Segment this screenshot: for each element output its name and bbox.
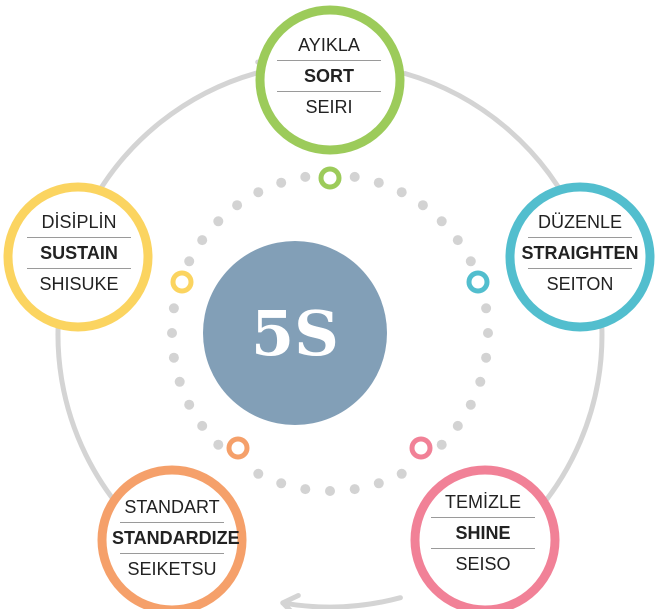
ring-dot [253,468,264,479]
ring-dot [373,478,384,489]
step-straighten-jp: SEITON [546,274,614,294]
step-sort-divider-2 [277,91,381,92]
ring-dot [483,328,493,338]
ring-dot [197,420,208,431]
step-shine-divider-1 [431,517,535,518]
step-shine-jp: SEISO [455,554,511,574]
marker-ring-sort [318,166,342,190]
step-standardize-tr: STANDART [124,497,220,517]
ring-dot [452,235,463,246]
step-straighten-divider-1 [528,237,632,238]
step-straighten-en: STRAIGHTEN [521,243,639,263]
ring-dot [481,352,492,363]
marker-ring-sustain [170,270,194,294]
ring-dot [475,376,486,387]
step-sustain-jp: SHISUKE [39,274,119,294]
step-shine-tr: TEMİZLE [444,492,521,512]
center-circle [203,241,387,425]
ring-dot [436,216,447,227]
step-circle-sort [255,5,405,155]
ring-dot [184,256,195,267]
ring-dot [452,420,463,431]
cycle-arc-3 [280,595,403,609]
marker-ring-shine [409,436,433,460]
ring-dot [300,171,311,182]
step-standardize-jp: SEIKETSU [127,559,217,579]
ring-dot [300,484,311,495]
step-straighten: DÜZENLE STRAIGHTEN SEITON [520,211,640,295]
step-sort: AYIKLA SORT SEIRI [269,34,389,118]
marker-ring-straighten [466,270,490,294]
step-sort-jp: SEIRI [305,97,353,117]
step-circle-standardize [97,465,247,609]
step-circle-shine [410,465,560,609]
ring-dot [168,352,179,363]
ring-dot [213,216,224,227]
ring-dot [232,200,243,211]
ring-dot [325,486,335,496]
ring-dot [184,399,195,410]
ring-dot [167,328,177,338]
step-sustain-tr: DİSİPLİN [41,212,117,232]
step-straighten-tr: DÜZENLE [537,212,622,232]
ring-dot [197,235,208,246]
ring-dot [417,200,428,211]
step-sort-divider-1 [277,60,381,61]
step-sustain-divider-1 [27,237,131,238]
ring-dot [465,256,476,267]
ring-dot [349,484,360,495]
ring-dot [349,171,360,182]
ring-dot [396,187,407,198]
step-sustain: DİSİPLİN SUSTAIN SHISUKE [19,211,139,295]
step-sort-en: SORT [303,66,354,86]
ring-dot [213,439,224,450]
ring-dot [373,177,384,188]
ring-dot [396,468,407,479]
step-sort-tr: AYIKLA [298,35,360,55]
ring-dot [465,399,476,410]
step-shine-en: SHINE [455,523,511,543]
step-standardize-en: STANDARDIZE [112,528,240,548]
ring-dot [253,187,264,198]
ring-dot [174,376,185,387]
step-circle-sustain [3,182,153,332]
step-standardize-divider-2 [120,553,224,554]
ring-dot [436,439,447,450]
step-straighten-divider-2 [528,268,632,269]
step-circle-straighten [505,182,655,332]
ring-dot [481,303,492,314]
marker-ring-standardize [226,436,250,460]
step-sustain-divider-2 [27,268,131,269]
step-shine: TEMİZLE SHINE SEISO [423,491,543,575]
ring-dot [276,177,287,188]
ring-dot [168,303,179,314]
ring-dot [276,478,287,489]
step-standardize: STANDART STANDARDIZE SEIKETSU [112,496,240,580]
step-shine-divider-2 [431,548,535,549]
cycle-arrowhead-3 [280,593,301,609]
step-sustain-en: SUSTAIN [40,243,118,263]
center-label: 5S [251,296,339,370]
step-standardize-divider-1 [120,522,224,523]
